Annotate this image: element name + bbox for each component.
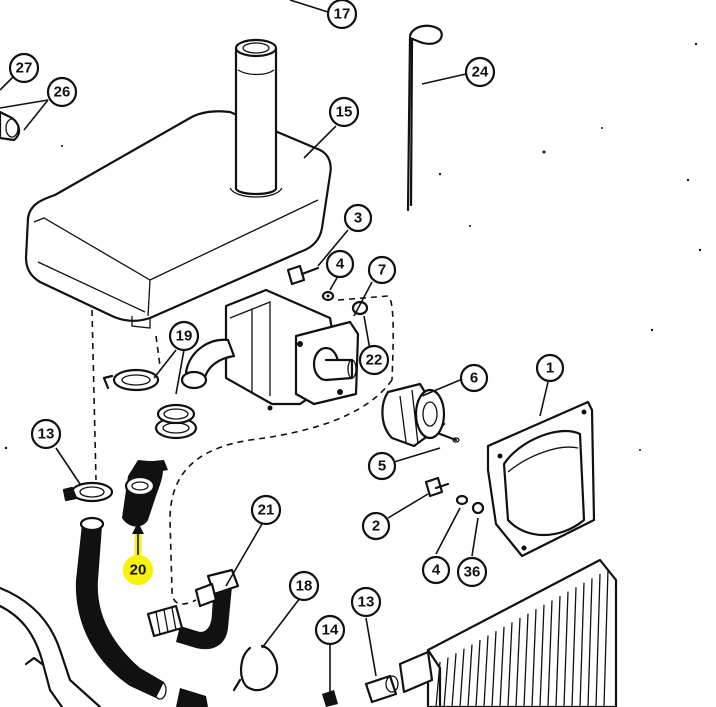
callout-label: 5 [378,458,386,475]
drive-coupling [381,382,446,448]
callout-24[interactable]: 24 [464,56,496,88]
callout-27[interactable]: 27 [8,52,40,84]
callout-label: 20 [130,562,147,579]
callout-label: 4 [336,256,345,273]
fitting-14 [322,690,338,707]
dashed-guide-lines [91,295,394,605]
clamp-18 [232,644,279,692]
callout-6[interactable]: 6 [459,363,489,393]
bolt-3 [286,264,320,286]
callout-3[interactable]: 3 [343,203,373,233]
hose-clamp-left [62,481,114,503]
pressure-hose [146,568,240,650]
callout-13-left[interactable]: 13 [30,418,62,450]
callout-18[interactable]: 18 [288,570,320,602]
callout-label: 14 [322,622,339,639]
callout-1[interactable]: 1 [535,353,565,383]
callout-26[interactable]: 26 [46,76,78,108]
callout-label: 21 [258,502,275,519]
callout-17[interactable]: 17 [326,0,358,30]
callout-label: 17 [334,6,351,23]
callout-label: 26 [54,84,71,101]
callout-label: 27 [16,60,33,77]
fitting-13-lower [364,674,399,704]
callout-label: 24 [472,64,489,81]
washer-4-lower [455,494,469,506]
callout-15[interactable]: 15 [328,96,360,128]
callout-5[interactable]: 5 [367,451,397,481]
callout-22[interactable]: 22 [358,344,390,376]
callout-21[interactable]: 21 [250,494,282,526]
callout-4-upper[interactable]: 4 [325,249,355,279]
callout-label: 13 [38,426,55,443]
callout-label: 13 [358,594,375,611]
oil-cooler [398,558,618,707]
callout-36[interactable]: 36 [456,556,488,588]
callout-label: 1 [546,360,554,377]
pump-suction-elbow [180,338,236,390]
filler-neck-tube [229,38,283,198]
callout-label: 22 [366,352,383,369]
washer-4-upper [321,290,335,302]
pump-adapter-plate [486,400,596,558]
callout-20-highlighted[interactable]: 20 [122,554,154,586]
dipstick [406,24,443,212]
callout-14[interactable]: 14 [314,614,346,646]
frame-rails [0,586,208,707]
hose-clamp-lower [154,403,198,440]
hydraulic-reservoir-tank [24,110,332,329]
callout-label: 3 [354,210,362,227]
leader-lines [0,0,549,694]
callout-label: 19 [176,328,193,345]
callout-label: 18 [296,578,313,595]
callout-label: 15 [336,104,353,121]
callout-label: 6 [470,370,478,387]
background-specks [4,42,702,451]
callout-19[interactable]: 19 [168,320,200,352]
callout-label: 4 [432,562,441,579]
hydraulic-pump [224,288,360,411]
lockwasher-36 [471,501,485,515]
bolt-2 [424,476,450,498]
hose-clamp-upper [102,368,160,392]
callout-13-lower[interactable]: 13 [350,586,382,618]
callout-label: 36 [464,564,481,581]
callout-label: 7 [378,262,386,279]
return-hose-left [75,516,167,700]
callout-7[interactable]: 7 [367,255,397,285]
callout-2[interactable]: 2 [361,511,391,541]
callout-4-lower[interactable]: 4 [421,555,451,585]
suction-hose [122,460,168,527]
key-5 [438,432,460,443]
callout-label: 2 [372,518,380,535]
elbow-fittings [0,110,21,142]
